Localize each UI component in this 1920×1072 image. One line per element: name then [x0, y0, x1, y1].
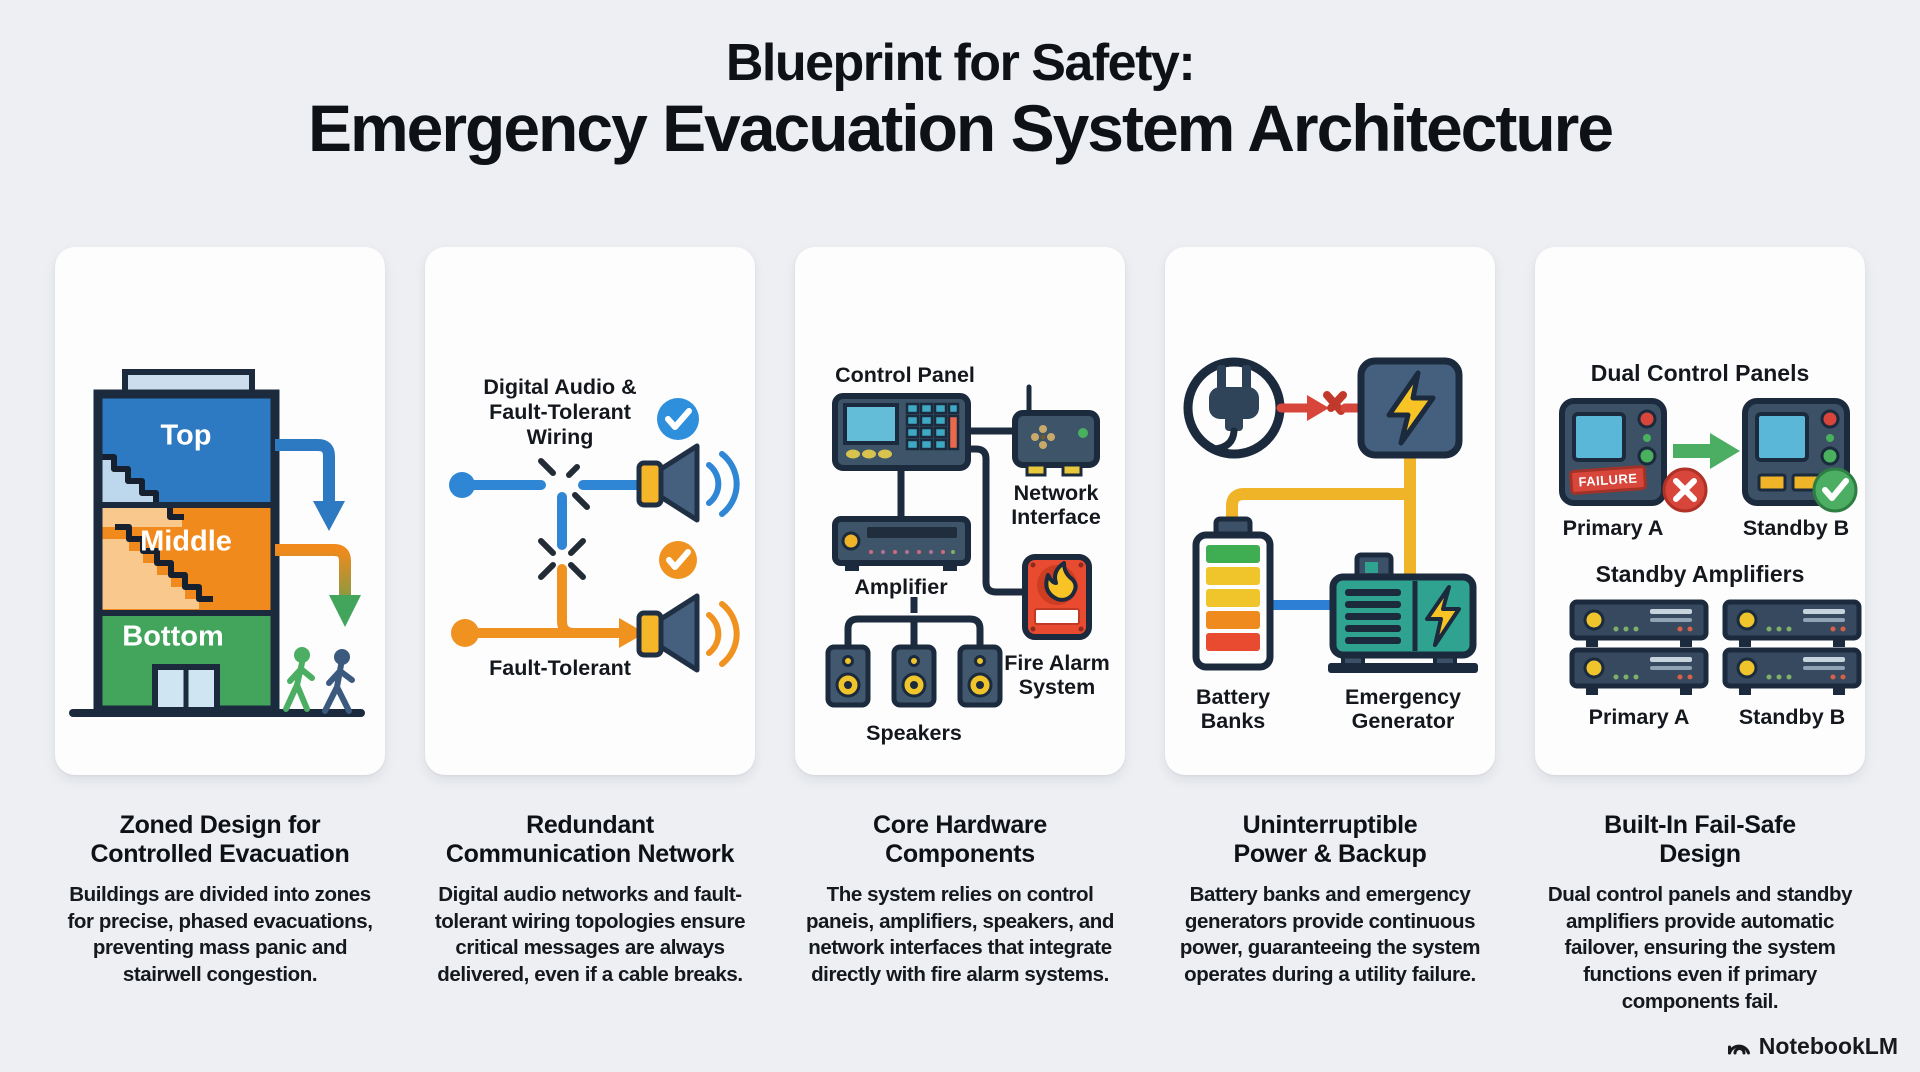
caption-body: Digital audio networks and fault-toleran… — [434, 883, 746, 986]
amplifier-label: Amplifier — [854, 574, 948, 599]
battery-icon — [1192, 516, 1274, 671]
zone-top-label: Top — [160, 419, 212, 452]
wiring-diagram — [449, 398, 740, 673]
standby-amplifiers-label: Standby Amplifiers — [1595, 561, 1805, 588]
connection-wires — [844, 427, 1025, 647]
title-line-2: Emergency Evacuation System Architecture — [307, 91, 1614, 166]
primary-a-label: Primary A — [1588, 704, 1690, 729]
redundant-network-figure: Digital Audio & Fault-Tolerant Wiring Fa… — [425, 247, 755, 775]
caption-body: Dual control panels and standby amplifie… — [1547, 883, 1853, 1013]
panel-core-hardware: Control Panel Network Interface Amplifie… — [795, 247, 1125, 1015]
speakers-label: Speakers — [866, 720, 962, 745]
blue-wire — [449, 472, 644, 550]
fail-safe-figure: Dual Control Panels FAILURE Primary A St… — [1535, 247, 1865, 775]
panel-redundant-network: Digital Audio & Fault-Tolerant Wiring Fa… — [425, 247, 755, 1015]
failure-x-icon — [1276, 391, 1362, 421]
wire-break-icon — [538, 458, 590, 510]
lightning-box-icon — [1357, 357, 1463, 459]
failover-arrow-icon — [1673, 433, 1740, 469]
caption-title: Zoned Design for Controlled Evacuation — [90, 811, 350, 868]
rack-amplifier-icon — [1569, 599, 1709, 695]
loudspeaker-icon — [636, 443, 740, 523]
core-hardware-figure: Control Panel Network Interface Amplifie… — [795, 247, 1125, 775]
wiring-label-3: Wiring — [526, 424, 594, 449]
check-badge-icon — [1812, 467, 1858, 513]
amplifier-icon — [832, 516, 971, 571]
speaker-icon — [957, 644, 1003, 708]
x-badge-icon — [1662, 467, 1708, 513]
down-arrow-icon — [275, 544, 361, 627]
network-interface-icon — [1012, 384, 1100, 477]
fire-alarm-label-1: Fire Alarm — [1004, 650, 1110, 675]
caption-body: Buildings are divided into zones for pre… — [67, 883, 373, 986]
network-interface-label-2: Interface — [1011, 504, 1101, 529]
flame-icon — [1044, 561, 1078, 602]
wiring-label-1: Digital Audio & — [483, 374, 637, 399]
rack-amplifier-icon — [1722, 599, 1862, 695]
fire-alarm-icon — [1022, 554, 1092, 640]
fault-tolerant-label: Fault-Tolerant — [489, 655, 631, 680]
caption-title: Built-In Fail-Safe Design — [1604, 811, 1796, 868]
watermark: NotebookLM — [1726, 1033, 1898, 1060]
wire-break-icon — [538, 538, 586, 580]
watermark-brand: NotebookLM — [1758, 1033, 1898, 1059]
zoned-building-diagram — [69, 369, 365, 717]
control-panel-icon — [832, 393, 971, 471]
battery-label-1: Battery — [1195, 684, 1271, 709]
fire-alarm-label-2: System — [1018, 674, 1096, 699]
power-backup-figure: Battery Banks Emergency Generator — [1165, 247, 1495, 775]
notebooklm-logo-icon — [1727, 1044, 1750, 1054]
power-wire — [1226, 449, 1416, 586]
door-icon — [152, 664, 220, 713]
panel-fail-safe: Dual Control Panels FAILURE Primary A St… — [1535, 247, 1865, 1015]
check-badge-icon — [657, 398, 699, 440]
caption-body: The system relies on control paneis, amp… — [805, 883, 1115, 986]
orange-wire — [451, 564, 645, 648]
caption-title: Redundant Communication Network — [445, 811, 735, 868]
primary-a-label: Primary A — [1562, 515, 1664, 540]
wiring-label-2: Fault-Tolerant — [489, 399, 631, 424]
evacuees-icon — [283, 647, 355, 714]
caption-title: Core Hardware Components — [873, 811, 1047, 868]
hardware-diagram — [825, 384, 1100, 708]
generator-label-1: Emergency — [1345, 684, 1461, 709]
dual-panels-label: Dual Control Panels — [1590, 360, 1810, 387]
zoned-design-figure: Top Middle Bottom — [55, 247, 385, 775]
down-arrow-icon — [275, 439, 345, 531]
power-diagram — [1183, 357, 1478, 673]
speaker-icon — [891, 644, 937, 708]
page-title: Blueprint for Safety: Emergency Evacuati… — [0, 36, 1920, 163]
battery-label-2: Banks — [1200, 708, 1266, 733]
control-panel-label: Control Panel — [835, 362, 975, 387]
generator-icon — [1328, 552, 1478, 673]
power-plug-icon — [1183, 357, 1285, 459]
zone-middle-label: Middle — [140, 525, 232, 558]
caption-title: Uninterruptible Power & Backup — [1233, 811, 1427, 868]
control-panel-icon — [1559, 398, 1667, 506]
caption-body: Battery banks and emergency generators p… — [1179, 883, 1481, 986]
sound-waves-icon — [706, 451, 740, 517]
failover-diagram — [1559, 398, 1862, 695]
sound-waves-icon — [706, 601, 740, 667]
check-badge-icon — [659, 541, 697, 579]
staircase-icon — [101, 539, 199, 609]
generator-label-2: Generator — [1351, 708, 1455, 733]
panel-power-backup: Battery Banks Emergency Generator Uninte… — [1165, 247, 1495, 1015]
standby-b-label: Standby B — [1738, 704, 1846, 729]
speaker-icon — [825, 644, 871, 708]
staircase-icon — [101, 459, 154, 502]
panel-row: Top Middle Bottom Zoned Design for Contr… — [55, 247, 1865, 1015]
loudspeaker-icon — [636, 593, 740, 673]
standby-b-label: Standby B — [1742, 515, 1850, 540]
zone-bottom-label: Bottom — [122, 620, 224, 653]
network-interface-label-1: Network — [1013, 480, 1099, 505]
panel-zoned-design: Top Middle Bottom Zoned Design for Contr… — [55, 247, 385, 1015]
title-line-1: Blueprint for Safety: — [725, 34, 1196, 92]
